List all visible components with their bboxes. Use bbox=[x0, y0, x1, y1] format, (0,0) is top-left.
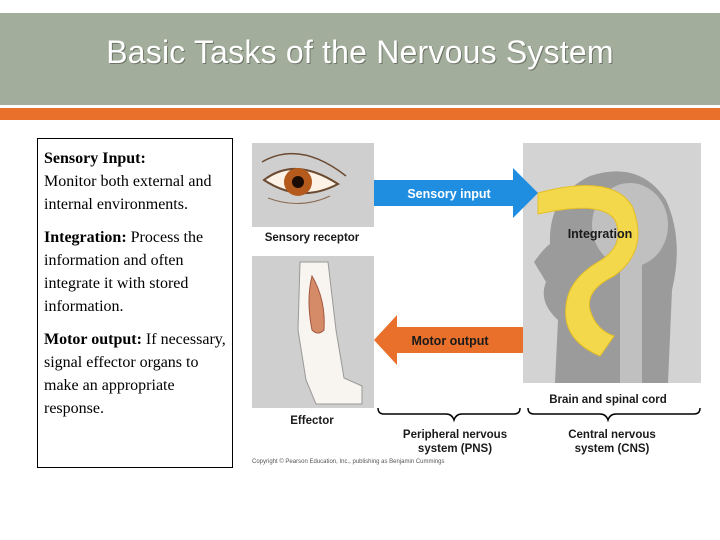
motor-output-term: Motor output: bbox=[44, 331, 142, 348]
pns-label-line1: Peripheral nervous bbox=[403, 429, 507, 441]
slide-title: Basic Tasks of the Nervous System bbox=[106, 34, 614, 70]
text-box: Sensory Input: Monitor both external and … bbox=[37, 138, 233, 468]
motor-output-description: If necessary, signal effector organs to … bbox=[44, 331, 226, 417]
pns-bracket bbox=[377, 407, 521, 423]
integration-term: Integration: bbox=[44, 229, 127, 246]
integration-description: Process the information and often integr… bbox=[44, 229, 204, 315]
sensory-input-label: Sensory input bbox=[407, 187, 491, 201]
effector-label: Effector bbox=[290, 415, 334, 427]
motor-output-label: Motor output bbox=[411, 334, 489, 348]
cns-bracket bbox=[527, 407, 701, 423]
sensory-receptor-label: Sensory receptor bbox=[265, 232, 360, 244]
effector-image bbox=[252, 256, 374, 408]
sensory-input-term: Sensory Input: bbox=[44, 150, 146, 167]
sensory-input-description: Monitor both external and internal envir… bbox=[44, 173, 212, 213]
copyright-notice: Copyright © Pearson Education, Inc., pub… bbox=[252, 458, 445, 465]
brain-and-spinal-cord-label: Brain and spinal cord bbox=[549, 394, 667, 406]
motor-output-paragraph: Motor output: If necessary, signal effec… bbox=[44, 328, 227, 420]
accent-bar bbox=[0, 108, 720, 120]
pns-label-line2: system (PNS) bbox=[418, 443, 492, 455]
sensory-input-paragraph: Sensory Input: Monitor both external and … bbox=[44, 147, 227, 216]
cns-label-line1: Central nervous bbox=[568, 429, 656, 441]
motor-output-arrow bbox=[374, 315, 523, 365]
sensory-receptor-image bbox=[252, 143, 374, 227]
integration-label: Integration bbox=[568, 227, 633, 241]
integration-arrow bbox=[537, 184, 639, 357]
sensory-input-arrow bbox=[374, 168, 538, 218]
title-bar bbox=[0, 13, 720, 105]
cns-label-line2: system (CNS) bbox=[575, 443, 650, 455]
integration-paragraph: Integration: Process the information and… bbox=[44, 226, 227, 318]
